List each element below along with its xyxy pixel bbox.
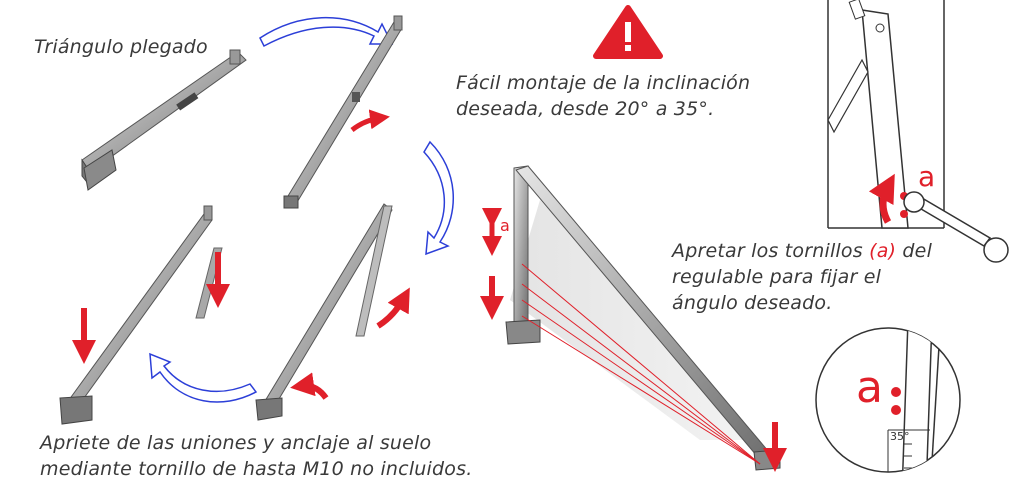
detail-inset [827,0,945,229]
angle-zoom-circle [815,327,961,473]
folded-triangle-part [81,49,247,191]
bolt-label-zoom: a [856,362,883,413]
warning-triangle-icon [593,5,663,59]
folded-triangle-label: Triángulo plegado [34,36,208,58]
flow-arrow-unfold [259,17,394,48]
mounted-triangle [505,165,781,471]
bolt-label-inset: a [918,160,936,193]
tighten-text-post: del [902,240,933,262]
anchor-note-line2: mediante tornillo de hasta M10 no inclui… [40,458,473,480]
wrench-icon [903,191,1009,263]
height-label: a [500,216,510,235]
inclination-note-line2: deseada, desde 20° a 35°. [456,98,715,120]
tighten-note-line2: regulable para fijar el [672,266,882,288]
flow-arrow-down [423,140,455,256]
flow-arrow-back [149,352,258,403]
inclination-note-line1: Fácil montaje de la inclinación [456,72,751,94]
tighten-note-line1: Apretar los tornillos (a) del [672,238,932,264]
opening-triangle-part [255,203,393,421]
rotate-arrow-3 [290,372,329,400]
rotate-arrow-2 [376,287,410,329]
angle-label: 35° [890,430,910,443]
tighten-bolt-ref: (a) [869,240,897,262]
tighten-text-pre: Apretar los tornillos [672,240,863,262]
tighten-note-line3: ángulo deseado. [672,292,833,314]
unfolded-bar-part [283,15,403,209]
anchor-note-line1: Apriete de las uniones y anclaje al suel… [40,432,432,454]
rotate-arrow-1 [350,109,390,133]
